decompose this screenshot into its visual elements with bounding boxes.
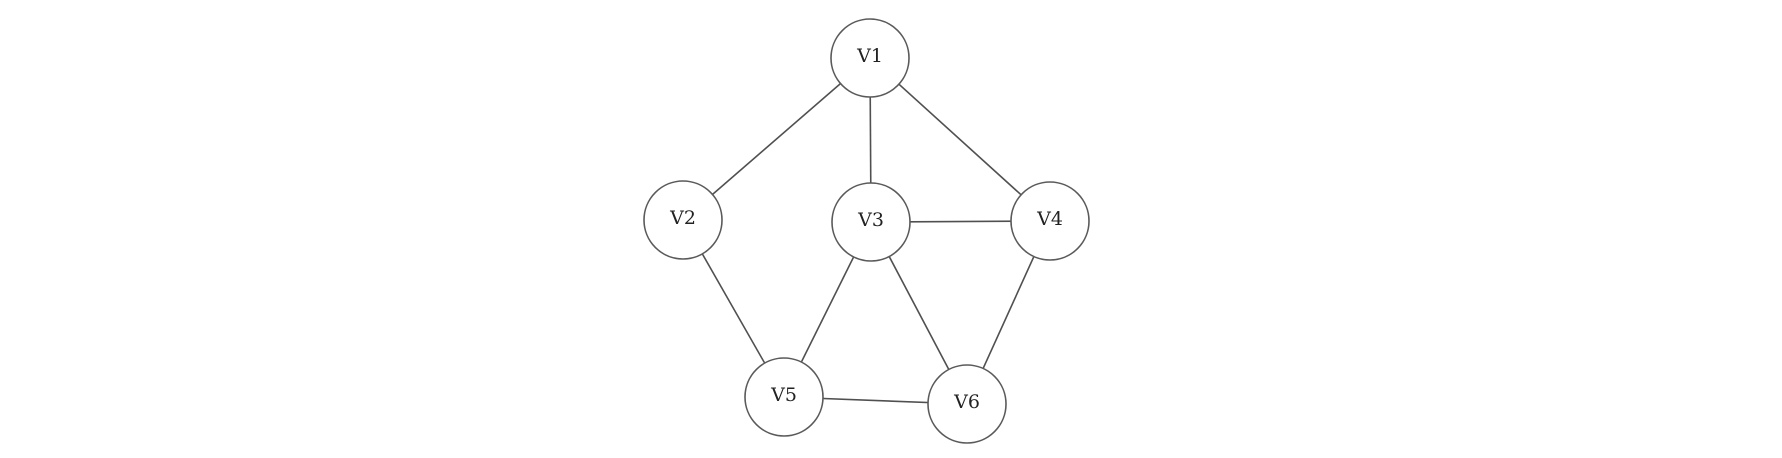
node-circle bbox=[830, 18, 910, 98]
node-v1: V1 bbox=[830, 18, 910, 98]
node-circle bbox=[1010, 181, 1090, 261]
node-circle bbox=[643, 180, 723, 260]
node-label: V3 bbox=[857, 209, 884, 231]
node-label: V5 bbox=[770, 384, 797, 406]
node-circle bbox=[744, 357, 824, 437]
node-circle bbox=[927, 364, 1007, 444]
node-circle bbox=[831, 182, 911, 262]
node-v4: V4 bbox=[1010, 181, 1090, 261]
node-v5: V5 bbox=[744, 357, 824, 437]
node-v2: V2 bbox=[643, 180, 723, 260]
node-label: V1 bbox=[856, 45, 883, 67]
node-label: V2 bbox=[669, 207, 696, 229]
node-v6: V6 bbox=[927, 364, 1007, 444]
node-v3: V3 bbox=[831, 182, 911, 262]
node-label: V4 bbox=[1036, 208, 1063, 230]
node-label: V6 bbox=[953, 391, 980, 413]
edge-v1-v4 bbox=[869, 57, 1051, 222]
edge-v1-v2 bbox=[682, 57, 871, 221]
